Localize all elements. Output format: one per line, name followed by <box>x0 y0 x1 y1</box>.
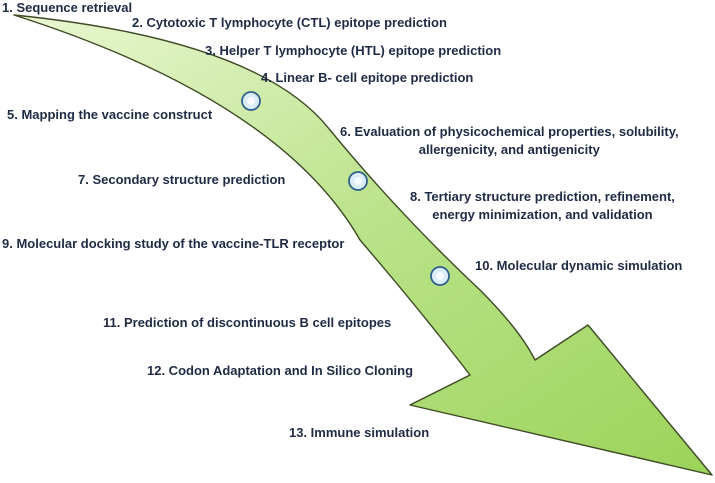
step-1-label: 1. Sequence retrieval <box>2 0 133 15</box>
step-11-label: 11. Prediction of discontinuous B cell e… <box>103 315 392 330</box>
step-12-label: 12. Codon Adaptation and In Silico Cloni… <box>147 363 414 378</box>
step-8-line-1: 8. Tertiary structure prediction, refine… <box>410 189 675 204</box>
step-2-label: 2. Cytotoxic T lymphocyte (CTL) epitope … <box>132 15 447 30</box>
step-8-line-2: energy minimization, and validation <box>432 207 653 222</box>
curved-arrow-shape <box>13 14 713 476</box>
step-5-label: 5. Mapping the vaccine construct <box>7 107 213 122</box>
marker-dot-3 <box>430 266 450 286</box>
step-13-label: 13. Immune simulation <box>289 425 430 440</box>
step-7-label: 7. Secondary structure prediction <box>78 172 286 187</box>
step-8-label: 8. Tertiary structure prediction, refine… <box>410 188 675 224</box>
step-6-label: 6. Evaluation of physicochemical propert… <box>340 123 679 159</box>
marker-dot-2 <box>348 171 368 191</box>
step-4-label: 4. Linear B- cell epitope prediction <box>261 70 474 85</box>
step-10-label: 10. Molecular dynamic simulation <box>475 258 683 273</box>
step-3-label: 3. Helper T lymphocyte (HTL) epitope pre… <box>205 43 502 58</box>
marker-dot-1 <box>241 91 261 111</box>
step-6-line-2: allergenicity, and antigenicity <box>418 142 600 157</box>
step-9-label: 9. Molecular docking study of the vaccin… <box>2 236 345 251</box>
step-6-line-1: 6. Evaluation of physicochemical propert… <box>340 124 679 139</box>
